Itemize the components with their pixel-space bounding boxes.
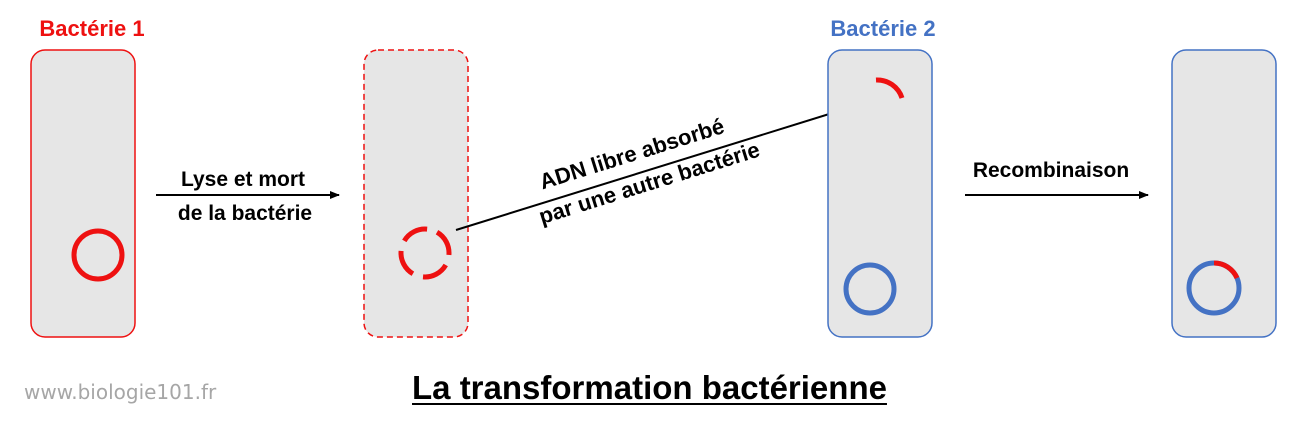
lysis-label-line1: Lyse et mort bbox=[181, 168, 305, 191]
bacteria-2-cell bbox=[827, 49, 933, 338]
dead-bacteria-cell bbox=[363, 49, 469, 338]
recombined-bacteria-cell bbox=[1171, 49, 1277, 338]
lysis-label-line2: de la bactérie bbox=[178, 202, 312, 225]
diagram-title: La transformation bactérienne bbox=[0, 369, 1299, 407]
fragmented-dna bbox=[398, 226, 452, 280]
bacteria-2-label: Bactérie 2 bbox=[830, 16, 935, 41]
bacteria-1-label: Bactérie 1 bbox=[39, 16, 144, 41]
bacteria-1-plasmid bbox=[71, 228, 125, 282]
absorb-arrow bbox=[455, 99, 872, 231]
bacteria-2-plasmid bbox=[843, 262, 897, 316]
absorbed-dna-fragment bbox=[875, 77, 905, 99]
bacteria-1-cell bbox=[30, 49, 136, 338]
watermark: www.biologie101.fr bbox=[24, 380, 217, 404]
diagram-title-text: La transformation bactérienne bbox=[412, 369, 887, 406]
recomb-label: Recombinaison bbox=[973, 159, 1129, 182]
recombined-insert bbox=[1213, 260, 1240, 280]
